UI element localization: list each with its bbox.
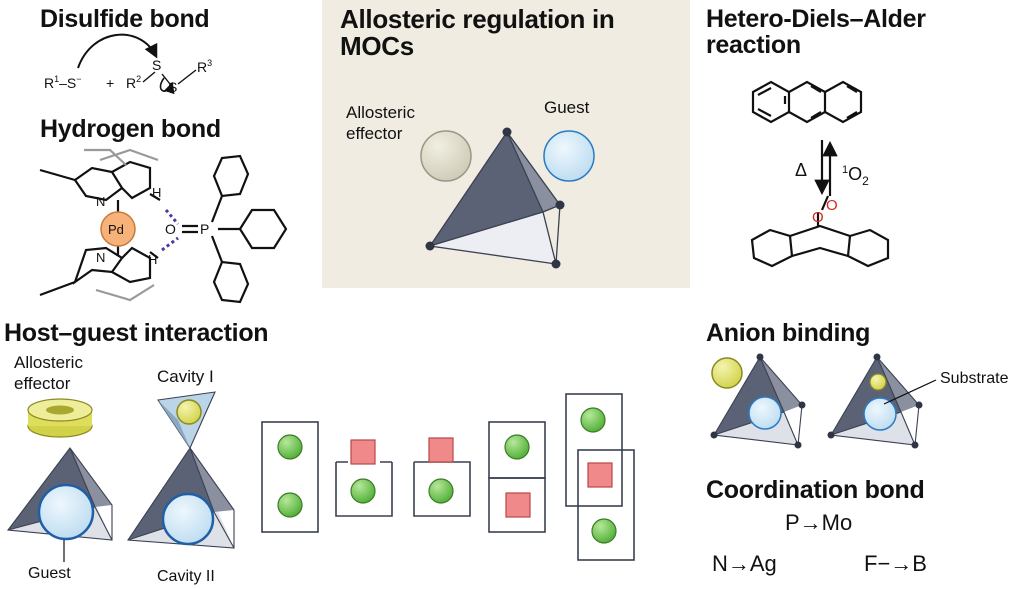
allosteric-effector-label: Allosteric effector	[346, 103, 415, 143]
svg-text:O: O	[826, 197, 838, 214]
guest-label: Guest	[544, 98, 590, 117]
guest-ball	[543, 130, 595, 182]
disulfide-scheme: R1–S− + R2 S S R3	[44, 33, 212, 95]
svg-text:S: S	[168, 79, 177, 95]
anion-title: Anion binding	[706, 319, 871, 347]
f-b-label: F−→B	[864, 551, 927, 576]
equilibrium-arrows	[814, 140, 838, 196]
svg-text:P: P	[200, 221, 209, 237]
allosteric-title: Allosteric regulation in MOCs	[340, 4, 615, 62]
green-balls	[277, 407, 617, 544]
singlet-oxygen-label: 1O2	[842, 164, 869, 188]
svg-text:N: N	[96, 194, 105, 209]
svg-text:N: N	[96, 250, 105, 265]
cavity-ii-label: Cavity II	[157, 568, 215, 585]
n-ag-label: N→Ag	[712, 551, 777, 576]
svg-text:H: H	[152, 185, 161, 200]
hda-title: Hetero-Diels–Alder reaction	[706, 5, 926, 60]
disulfide-title: Disulfide bond	[40, 5, 210, 33]
hydrogen-title: Hydrogen bond	[40, 115, 221, 143]
substrate-pointer	[883, 379, 937, 405]
svg-text:H: H	[148, 252, 157, 267]
svg-text:S: S	[152, 57, 161, 73]
substrate-label: Substrate	[940, 370, 1009, 387]
p-mo-label: P→Mo	[785, 510, 853, 535]
pd-label: Pd	[108, 222, 124, 237]
svg-text:+: +	[106, 75, 114, 91]
anthracene	[751, 80, 863, 124]
endoperoxide	[750, 195, 890, 268]
svg-text:R2: R2	[126, 74, 141, 91]
effector-ring	[27, 398, 93, 438]
hostguest-title: Host–guest interaction	[4, 319, 269, 347]
host-guest-ball	[37, 483, 95, 541]
allosteric-tetrahedron	[425, 127, 565, 269]
svg-text:R1–S−: R1–S−	[44, 74, 82, 91]
pd-atom	[100, 211, 136, 247]
svg-text:O: O	[165, 221, 176, 237]
allosteric-effector-ball	[420, 130, 472, 182]
box-schematics	[261, 393, 635, 561]
delta-label: Δ	[795, 160, 808, 180]
hg-allosteric-effector-label: Allosteric effector	[14, 353, 83, 393]
svg-text:R3: R3	[197, 58, 212, 75]
red-squares	[350, 437, 613, 518]
coordination-title: Coordination bond	[706, 476, 925, 504]
hydrogen-bond-structure	[39, 148, 288, 304]
cavity-i-label: Cavity I	[157, 367, 214, 386]
svg-text:O: O	[812, 209, 824, 226]
hg-guest-label: Guest	[28, 565, 71, 582]
